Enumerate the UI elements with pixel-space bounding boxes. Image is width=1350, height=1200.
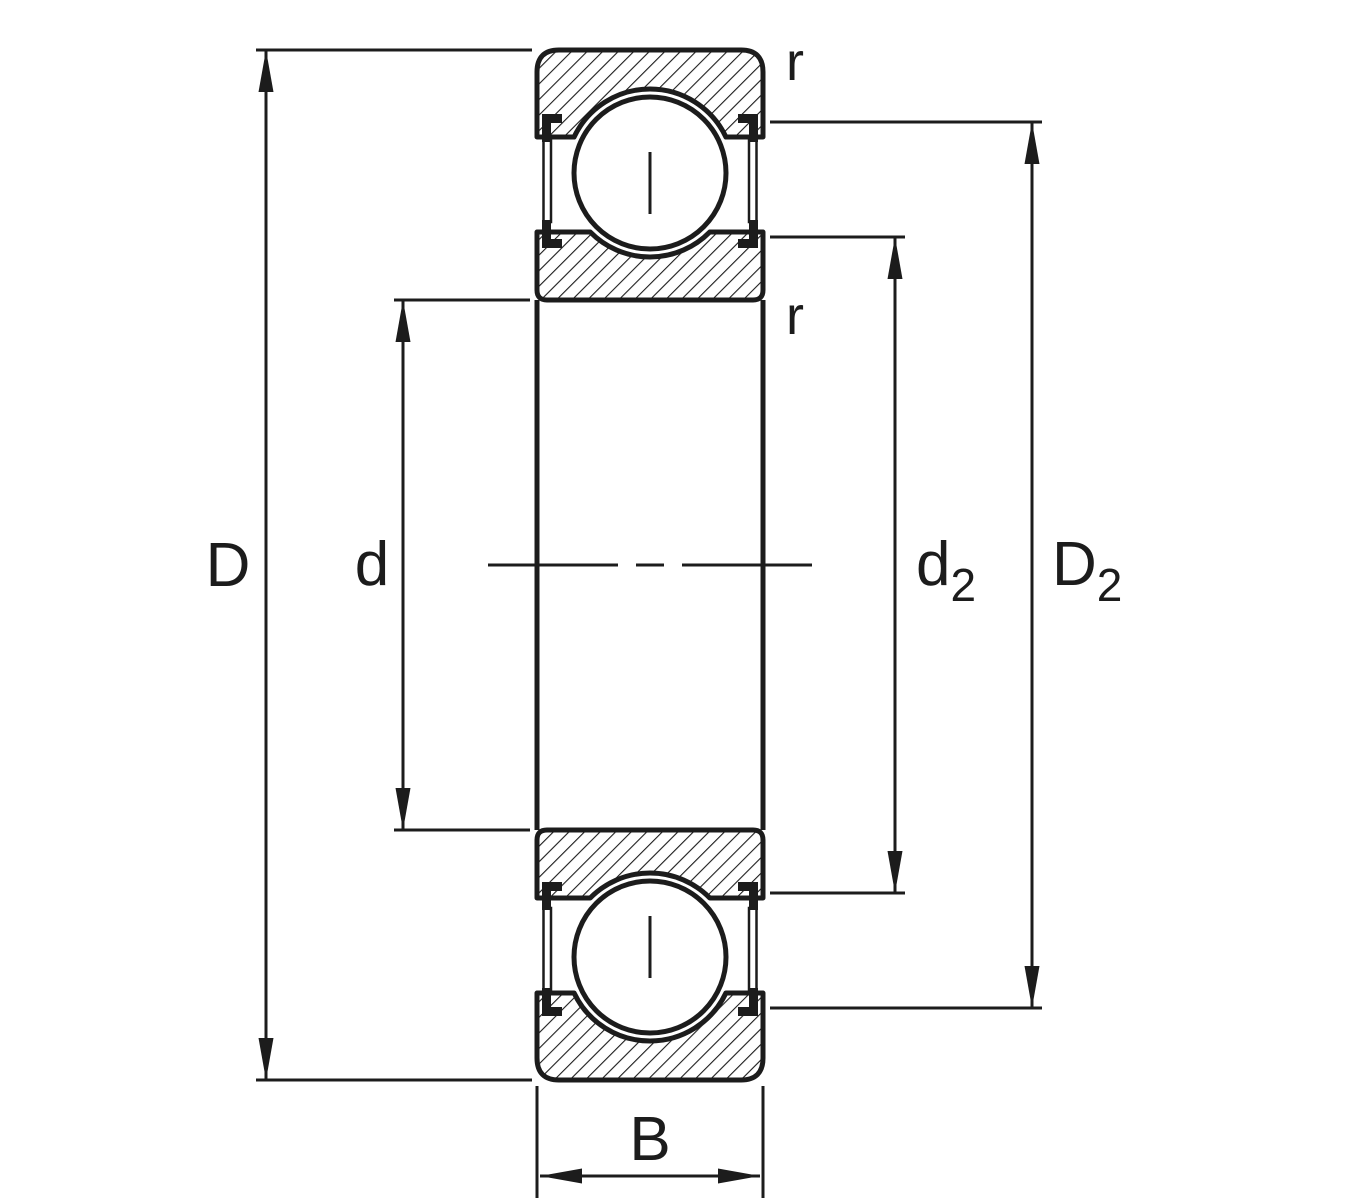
section-hatching	[537, 50, 763, 1080]
outer-ring-hatch-lower	[537, 993, 763, 1080]
dim-label-recess-inner-base: d	[916, 530, 950, 599]
dimension-D2: D2	[770, 120, 1122, 1010]
dim-label-recess-outer: D2	[1052, 530, 1122, 611]
outer-ring-hatch-upper	[537, 50, 763, 137]
dim-label-recess-outer-base: D	[1052, 530, 1097, 599]
dim-label-recess-inner-sub: 2	[950, 559, 976, 611]
dimension-d2: d2	[770, 235, 976, 895]
inner-ring-hatch-upper	[537, 232, 763, 300]
dim-label-outer-diameter: D	[206, 531, 251, 600]
dimension-D: D	[206, 48, 532, 1082]
dim-label-bore-diameter: d	[355, 530, 389, 599]
dim-label-recess-outer-sub: 2	[1097, 559, 1123, 611]
dim-label-recess-inner: d2	[916, 530, 976, 611]
chamfer-label-outer: r	[786, 32, 804, 92]
dimension-B: B	[535, 1086, 765, 1198]
chamfer-label-inner: r	[786, 286, 804, 346]
dim-label-width: B	[629, 1105, 670, 1174]
inner-ring-hatch-lower	[537, 830, 763, 898]
dimension-d: d	[355, 298, 530, 832]
